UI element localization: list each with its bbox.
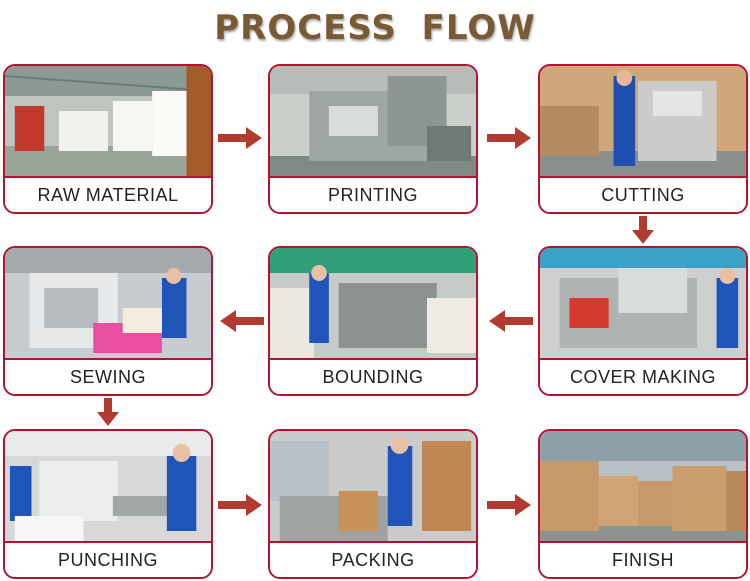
arrow-left-icon xyxy=(220,310,264,332)
punching-photo xyxy=(5,431,211,543)
step-label: RAW MATERIAL xyxy=(5,176,211,212)
packing-photo xyxy=(270,431,476,543)
arrow-down-icon xyxy=(97,398,119,426)
step-printing: PRINTING xyxy=(268,64,478,214)
bounding-photo xyxy=(270,248,476,360)
step-finish: FINISH xyxy=(538,429,748,579)
step-label: SEWING xyxy=(5,358,211,394)
step-label: PACKING xyxy=(270,541,476,577)
step-packing: PACKING xyxy=(268,429,478,579)
printing-photo xyxy=(270,66,476,178)
step-label: CUTTING xyxy=(540,176,746,212)
arrow-right-icon xyxy=(218,127,262,149)
arrow-right-icon xyxy=(487,494,531,516)
cutting-photo xyxy=(540,66,746,178)
step-bounding: BOUNDING xyxy=(268,246,478,396)
step-punching: PUNCHING xyxy=(3,429,213,579)
step-cover-making: COVER MAKING xyxy=(538,246,748,396)
arrow-right-icon xyxy=(218,494,262,516)
step-raw-material: RAW MATERIAL xyxy=(3,64,213,214)
raw-material-photo xyxy=(5,66,211,178)
page-title: PROCESS FLOW xyxy=(214,8,536,48)
arrow-right-icon xyxy=(487,127,531,149)
cover-making-photo xyxy=(540,248,746,360)
step-label: FINISH xyxy=(540,541,746,577)
step-sewing: SEWING xyxy=(3,246,213,396)
finish-photo xyxy=(540,431,746,543)
arrow-left-icon xyxy=(489,310,533,332)
step-label: COVER MAKING xyxy=(540,358,746,394)
sewing-photo xyxy=(5,248,211,360)
step-cutting: CUTTING xyxy=(538,64,748,214)
step-label: PRINTING xyxy=(270,176,476,212)
arrow-down-icon xyxy=(632,216,654,244)
step-label: PUNCHING xyxy=(5,541,211,577)
step-label: BOUNDING xyxy=(270,358,476,394)
